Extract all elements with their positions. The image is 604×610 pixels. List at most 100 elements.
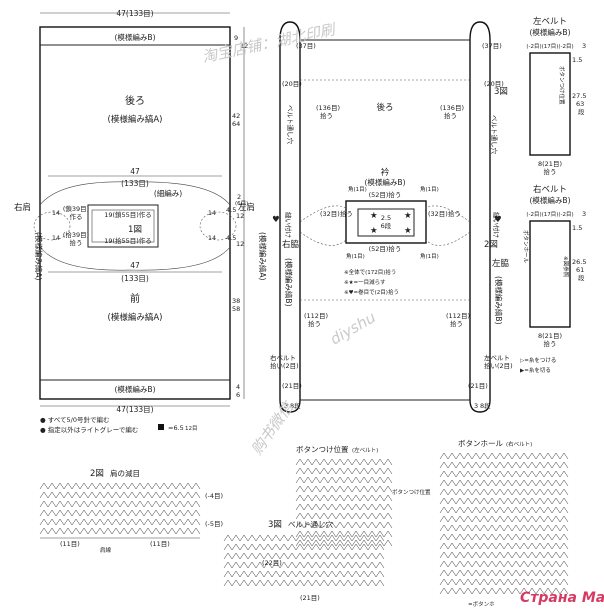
stitch-symbol [223,561,233,569]
stitch-symbol [543,542,553,550]
main-width-label: 47(133目) [116,9,153,18]
stitch-symbol [535,497,545,505]
stitch-symbol [71,482,81,490]
stitch-symbol [479,560,489,568]
stitch-symbol [167,491,177,499]
stitch-symbol [279,552,289,560]
stitch-symbol [447,461,457,469]
stitch-symbol [319,530,329,538]
stitch-symbol [511,551,521,559]
stitch-symbol [295,561,305,569]
stitch-symbol [311,467,321,475]
stitch-symbol [511,587,521,595]
left-belt-title: 左ベルト [533,16,567,27]
stitch-symbol [351,476,361,484]
stitch-symbol [495,533,505,541]
stitch-symbol [559,506,569,514]
note-color: ● 指定以外はライトグレーで編む [40,425,138,434]
stitch-symbol [319,503,329,511]
stitch-symbol [351,539,361,547]
right-136: (136目) [440,104,464,112]
stitch-symbol [87,491,97,499]
stitch-symbol [495,578,505,586]
stitch-symbol [471,479,481,487]
button-pos-mark: ボタンつけ位置 [392,488,431,496]
stitch-symbol [479,470,489,478]
stitch-symbol [519,461,529,469]
stitch-symbol [543,533,553,541]
stitch-symbol [143,509,153,517]
stitch-symbol [343,561,353,569]
stitch-symbol [519,578,529,586]
stitch-symbol [135,482,145,490]
stitch-symbol [231,552,241,560]
stitch-symbol [479,452,489,460]
stitch-symbol [287,579,297,587]
stitch-symbol [455,470,465,478]
stitch-symbol [151,500,161,508]
stitch-symbol [263,534,273,542]
stitch-symbol [327,467,337,475]
stitch-symbol [135,509,145,517]
stitch-symbol [295,521,305,529]
stitch-symbol [439,497,449,505]
bottom-border-label: (模様編みB) [115,384,156,394]
button-pos-stitch-grid [295,458,393,547]
stitch-symbol [55,518,65,526]
stitch-symbol [335,494,345,502]
stitch-symbol [375,521,385,529]
stitch-symbol [351,494,361,502]
stitch-symbol [375,512,385,520]
tube-shoulder-20-right: (20目) [484,80,504,88]
corner-tr: 角(1目) [420,185,439,193]
back-panel-name: 後ろ [125,94,145,107]
stitch-symbol [535,560,545,568]
stitch-symbol [87,518,97,526]
stitch-symbol [439,578,449,586]
stitch-symbol [183,509,193,517]
stitch-symbol [559,488,569,496]
stitch-symbol [351,534,361,542]
stitch-symbol [319,543,329,551]
stitch-symbol [335,543,345,551]
stitch-symbol [87,509,97,517]
left-side-pattern: (模様編み縞B) [494,276,504,325]
stitch-symbol [311,521,321,529]
inner-width: 47 [130,167,140,176]
stitch-symbol [439,515,449,523]
dim-12: 12 [240,42,248,50]
fig2-stitch-grid [39,482,201,535]
right-112b: 拾う [450,319,463,328]
stitch-symbol [335,521,345,529]
stitch-symbol [103,527,113,535]
stitch-symbol [295,503,305,511]
stitch-symbol [223,570,233,578]
stitch-symbol [535,506,545,514]
stitch-symbol [559,470,569,478]
stitch-symbol [151,527,161,535]
stitch-symbol [463,461,473,469]
stitch-symbol [39,500,49,508]
collar-star-icon: ★ [370,211,378,221]
stitch-symbol [463,479,473,487]
stitch-symbol [463,542,473,550]
stitch-symbol [311,503,321,511]
button-hole-title: ボタンホール [458,439,503,448]
stitch-symbol [463,587,473,595]
stitch-symbol [263,561,273,569]
stitch-symbol [95,518,105,526]
stitch-symbol [343,512,353,520]
stitch-symbol [447,470,457,478]
stitch-symbol [551,533,561,541]
collar-star-icon: ★ [404,226,412,236]
row-c2: 19(拾55目)作る [104,236,152,245]
stitch-symbol [511,506,521,514]
fig2-shoulder-line: 肩線 [100,546,112,554]
stitch-symbol [495,452,505,460]
fine-knit-label: (細編み) [154,188,182,198]
stitch-symbol [559,461,569,469]
stitch-symbol [439,479,449,487]
stitch-symbol [351,561,361,569]
fig3-title: 3図 [268,520,282,530]
stitch-symbol [359,561,369,569]
